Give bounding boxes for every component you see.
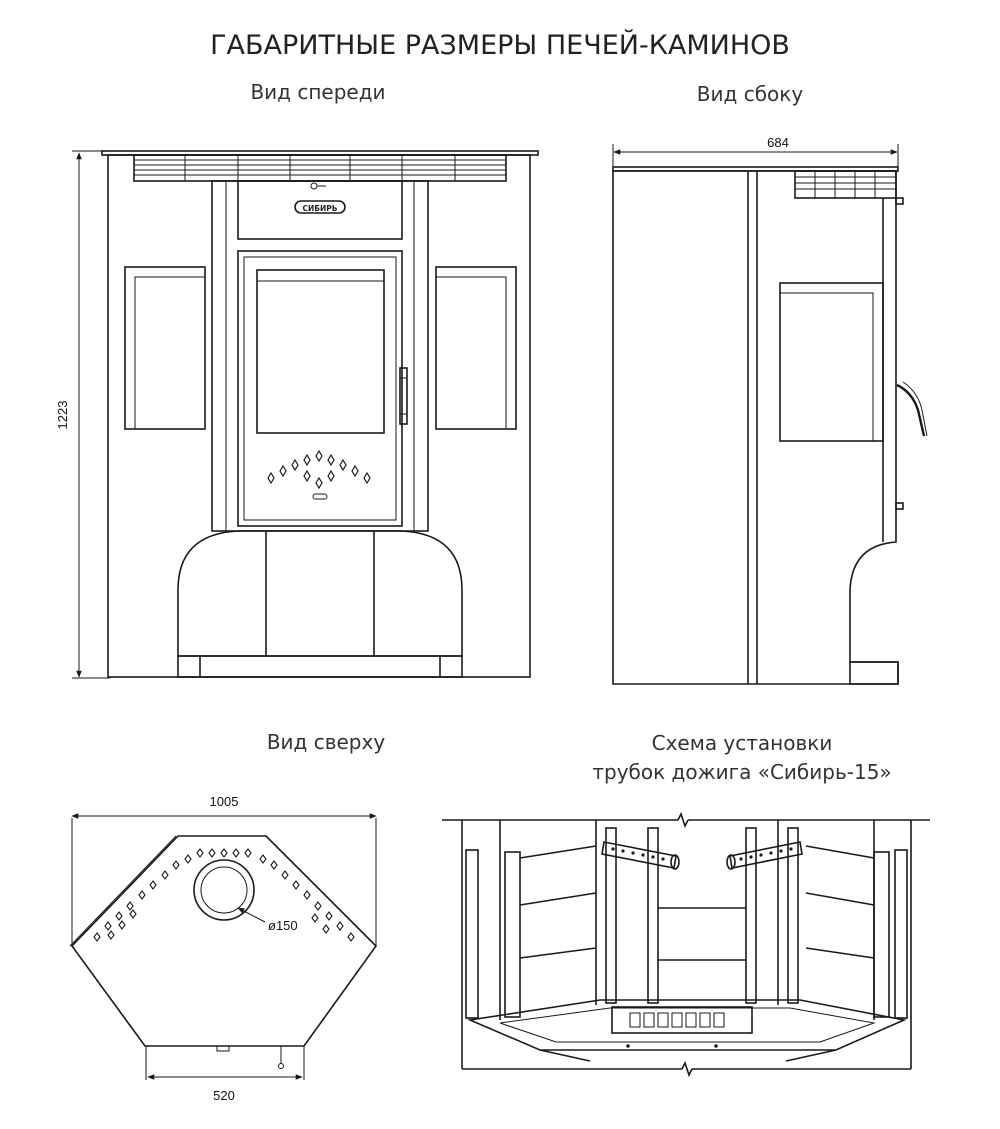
- scheme-afterburner-tube-right: [726, 841, 803, 870]
- top-flue-inner: [200, 866, 248, 914]
- scheme-afterburner-tube-left: [601, 841, 680, 870]
- top-back-detail: [216, 1045, 230, 1052]
- front-brand-badge-text: СИБИРЬ: [303, 204, 338, 213]
- top-back-label: 520: [213, 1088, 235, 1103]
- front-grille-slats: [134, 155, 506, 181]
- side-window-glass: [779, 292, 874, 442]
- top-flue-outer: [193, 859, 255, 921]
- front-top-panel: [237, 180, 403, 240]
- scheme-break-bottom: [681, 1060, 693, 1078]
- side-view-caption: Вид сбоку: [697, 82, 804, 106]
- side-depth-label: 684: [767, 135, 789, 150]
- front-center-column-inner: [225, 180, 415, 532]
- front-firebox-door: [237, 250, 403, 527]
- top-view-caption: Вид сверху: [267, 730, 386, 754]
- scheme-left-post-outer: [465, 849, 479, 1019]
- front-door-handle: [399, 367, 408, 425]
- front-firebox-door-frame: [243, 256, 397, 521]
- scheme-caption-line1: Схема установки: [652, 731, 833, 755]
- scheme-back-col-left: [605, 827, 617, 1004]
- top-view: Вид сверху 1005 ø150: [69, 730, 386, 1103]
- front-firebox-glass: [256, 269, 385, 434]
- front-brand-badge: [294, 200, 346, 214]
- scheme-break-top: [677, 811, 689, 829]
- side-window: [779, 282, 884, 442]
- side-base-step: [849, 661, 899, 685]
- side-hinge-top: [895, 197, 904, 205]
- front-view-caption: Вид спереди: [250, 80, 385, 104]
- side-outer-body: [612, 170, 899, 685]
- scheme-back-col-center-right: [745, 827, 757, 1004]
- scheme-grate: [611, 1006, 753, 1034]
- scheme-grate-slots: [629, 1012, 725, 1028]
- front-view: Вид спереди 1223: [55, 80, 539, 679]
- front-base: [177, 655, 463, 678]
- top-outer-outline: [71, 818, 377, 1047]
- front-ash-knob: [312, 493, 328, 500]
- front-left-side-window: [124, 266, 206, 430]
- top-diamond-pattern: [93, 848, 355, 942]
- scheme-caption-line2: трубок дожига «Сибирь-15»: [592, 760, 891, 784]
- scheme-back-col-center-left: [647, 827, 659, 1004]
- top-width-label: 1005: [210, 794, 239, 809]
- side-grille-slats: [795, 171, 896, 198]
- scheme-left-post: [504, 851, 521, 1018]
- front-right-side-window: [435, 266, 517, 430]
- front-outer-body: [107, 154, 531, 678]
- front-air-control-icon: [310, 182, 318, 190]
- front-top-grille: [133, 154, 507, 182]
- front-height-label: 1223: [55, 401, 70, 430]
- front-door-diamond-pattern: [267, 449, 371, 490]
- side-top-grille: [794, 170, 897, 199]
- front-left-side-window-glass: [134, 276, 206, 430]
- scheme-right-post-outer: [894, 849, 908, 1019]
- top-flue-leader: [237, 907, 266, 923]
- page-title: ГАБАРИТНЫЕ РАЗМЕРЫ ПЕЧЕЙ-КАМИНОВ: [210, 29, 790, 61]
- side-view: Вид сбоку 684: [612, 82, 928, 685]
- side-hinge-bottom: [895, 502, 904, 510]
- top-flue-label: ø150: [268, 918, 298, 933]
- scheme-back-col-right: [787, 827, 799, 1004]
- front-right-side-window-glass: [435, 276, 507, 430]
- afterburner-scheme: Схема установки трубок дожига «Сибирь-15…: [442, 731, 930, 1078]
- front-plinth-curved: [177, 530, 463, 657]
- side-door-handle: [896, 383, 926, 437]
- scheme-right-post: [873, 851, 890, 1018]
